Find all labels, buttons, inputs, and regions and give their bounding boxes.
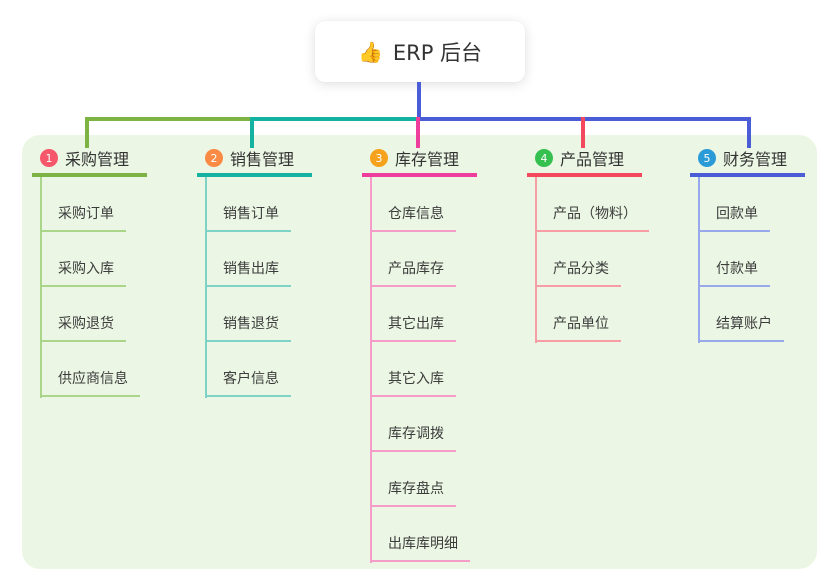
root-node[interactable]: 👍 ERP 后台 — [315, 21, 525, 82]
thumbs-up-icon: 👍 — [357, 39, 383, 64]
branch-number-badge: 2 — [205, 149, 223, 167]
child-node: 出库库明细 — [370, 507, 530, 562]
child-node-label[interactable]: 回款单 — [698, 203, 770, 232]
child-node: 库存调拨 — [370, 397, 530, 452]
branch-connector-line — [40, 177, 42, 398]
branch-number-badge: 5 — [698, 149, 716, 167]
branch-title: 销售管理 — [230, 150, 295, 169]
branch-connector-line — [205, 177, 207, 398]
child-node: 采购入库 — [40, 232, 200, 287]
branch-number: 4 — [540, 151, 548, 165]
child-node: 库存盘点 — [370, 452, 530, 507]
child-node: 结算账户 — [698, 287, 839, 342]
branch-title: 库存管理 — [395, 150, 460, 169]
child-node-label[interactable]: 采购入库 — [40, 258, 126, 287]
branch-1: 1 采购管理 采购订单 采购入库 采购退货 供应商信息 — [32, 146, 202, 398]
branch-number-badge: 4 — [535, 149, 553, 167]
child-node: 产品单位 — [535, 287, 695, 342]
child-node: 销售订单 — [205, 177, 365, 232]
branch-title: 财务管理 — [723, 150, 788, 169]
branch-number: 2 — [210, 151, 218, 165]
root-title: ERP 后台 — [392, 40, 483, 65]
branch-title: 采购管理 — [65, 150, 130, 169]
child-node: 客户信息 — [205, 342, 365, 397]
child-node-label[interactable]: 库存调拨 — [370, 423, 456, 452]
child-node-label[interactable]: 付款单 — [698, 258, 770, 287]
child-node-label[interactable]: 客户信息 — [205, 368, 291, 397]
branch-header-3[interactable]: 3 库存管理 — [362, 146, 477, 177]
branch-3: 3 库存管理 仓库信息 产品库存 其它出库 其它入库 库存调拨 库存盘点 出库库… — [362, 146, 532, 563]
child-node-label[interactable]: 产品分类 — [535, 258, 621, 287]
branch-drop-line — [581, 117, 585, 148]
horizontal-connector-segment — [85, 117, 254, 121]
child-node-label[interactable]: 销售出库 — [205, 258, 291, 287]
child-node-label[interactable]: 其它入库 — [370, 368, 456, 397]
branch-header-4[interactable]: 4 产品管理 — [527, 146, 642, 177]
child-node: 采购订单 — [40, 177, 200, 232]
branch-connector-line — [535, 177, 537, 343]
branch-5: 5 财务管理 回款单 付款单 结算账户 — [690, 146, 839, 343]
branch-drop-line — [250, 117, 254, 148]
child-node-label[interactable]: 采购订单 — [40, 203, 126, 232]
mindmap-background-panel — [22, 135, 817, 569]
child-node: 其它入库 — [370, 342, 530, 397]
branch-header-1[interactable]: 1 采购管理 — [32, 146, 147, 177]
child-node: 产品分类 — [535, 232, 695, 287]
branch-number-badge: 1 — [40, 149, 58, 167]
child-node-label[interactable]: 产品库存 — [370, 258, 456, 287]
child-node: 产品（物料） — [535, 177, 695, 232]
child-node-label[interactable]: 出库库明细 — [370, 533, 470, 562]
child-node: 销售退货 — [205, 287, 365, 342]
child-node: 产品库存 — [370, 232, 530, 287]
child-node-label[interactable]: 仓库信息 — [370, 203, 456, 232]
child-node-label[interactable]: 其它出库 — [370, 313, 456, 342]
branch-number: 3 — [375, 151, 383, 165]
child-node: 仓库信息 — [370, 177, 530, 232]
branch-connector-line — [698, 177, 700, 343]
child-node: 其它出库 — [370, 287, 530, 342]
child-node-label[interactable]: 供应商信息 — [40, 368, 140, 397]
horizontal-connector-segment — [250, 117, 419, 121]
child-node-label[interactable]: 库存盘点 — [370, 478, 456, 507]
branch-drop-line — [85, 117, 89, 148]
child-node: 回款单 — [698, 177, 839, 232]
branch-header-2[interactable]: 2 销售管理 — [197, 146, 312, 177]
child-node: 采购退货 — [40, 287, 200, 342]
child-node: 付款单 — [698, 232, 839, 287]
child-node-label[interactable]: 产品单位 — [535, 313, 621, 342]
branch-header-5[interactable]: 5 财务管理 — [690, 146, 805, 177]
child-node-label[interactable]: 采购退货 — [40, 313, 126, 342]
branch-number: 1 — [45, 151, 53, 165]
branch-number-badge: 3 — [370, 149, 388, 167]
child-node: 销售出库 — [205, 232, 365, 287]
branch-2: 2 销售管理 销售订单 销售出库 销售退货 客户信息 — [197, 146, 367, 398]
child-node: 供应商信息 — [40, 342, 200, 397]
branch-4: 4 产品管理 产品（物料） 产品分类 产品单位 — [527, 146, 697, 343]
child-node-label[interactable]: 产品（物料） — [535, 203, 649, 232]
child-node-label[interactable]: 销售退货 — [205, 313, 291, 342]
branch-title: 产品管理 — [560, 150, 625, 169]
branch-drop-line — [416, 117, 420, 148]
root-connector-line — [417, 82, 421, 117]
branch-connector-line — [370, 177, 372, 563]
branch-drop-line — [747, 117, 751, 148]
child-node-label[interactable]: 销售订单 — [205, 203, 291, 232]
branch-number: 5 — [703, 151, 711, 165]
child-node-label[interactable]: 结算账户 — [698, 313, 784, 342]
